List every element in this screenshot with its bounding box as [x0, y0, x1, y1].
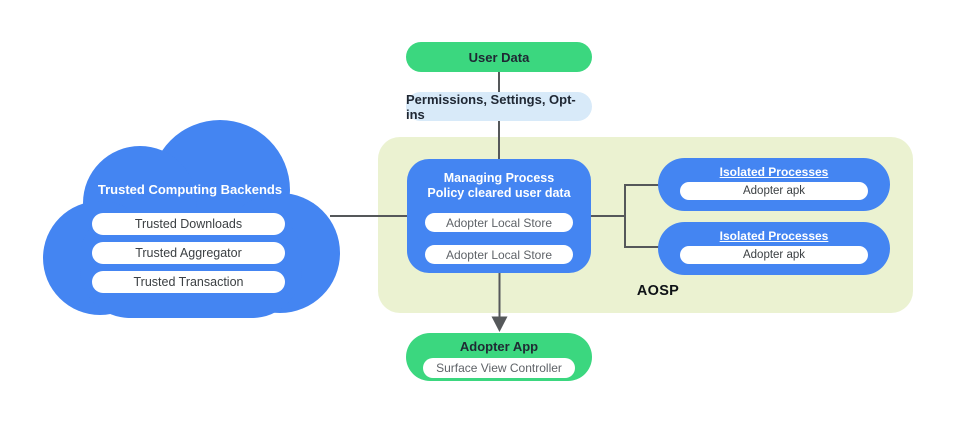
trusted-computing-cloud: Trusted Computing Backends Trusted Downl…	[40, 118, 340, 320]
managing-process-title-line2: Policy cleared user data	[427, 186, 571, 200]
cloud-item-trusted-downloads: Trusted Downloads	[92, 213, 285, 235]
managing-process-title-line1: Managing Process	[443, 171, 555, 185]
cloud-item-trusted-aggregator: Trusted Aggregator	[92, 242, 285, 264]
managing-process-box: Managing Process Policy cleared user dat…	[407, 159, 591, 273]
adopter-apk-pill: Adopter apk	[680, 182, 868, 200]
cloud-item-trusted-transaction: Trusted Transaction	[92, 271, 285, 293]
isolated-process-capsule: Isolated Processes Adopter apk	[658, 222, 890, 275]
adopter-apk-pill: Adopter apk	[680, 246, 868, 264]
aosp-label: AOSP	[636, 283, 680, 299]
permissions-pill: Permissions, Settings, Opt-ins	[406, 92, 592, 122]
managing-process-title: Managing Process Policy cleared user dat…	[427, 171, 570, 201]
adopter-local-store-pill: Adopter Local Store	[425, 245, 573, 264]
cloud-title: Trusted Computing Backends	[97, 182, 283, 197]
user-data-pill: User Data	[406, 42, 592, 72]
isolated-processes-title: Isolated Processes	[719, 165, 829, 179]
surface-view-controller-pill: Surface View Controller	[423, 358, 575, 378]
adopter-app-capsule: Adopter App Surface View Controller	[406, 333, 592, 381]
isolated-processes-title: Isolated Processes	[719, 229, 829, 243]
adopter-app-title: Adopter App	[459, 339, 539, 354]
isolated-process-capsule: Isolated Processes Adopter apk	[658, 158, 890, 211]
arrowhead-down-icon	[491, 316, 508, 332]
adopter-local-store-pill: Adopter Local Store	[425, 213, 573, 232]
